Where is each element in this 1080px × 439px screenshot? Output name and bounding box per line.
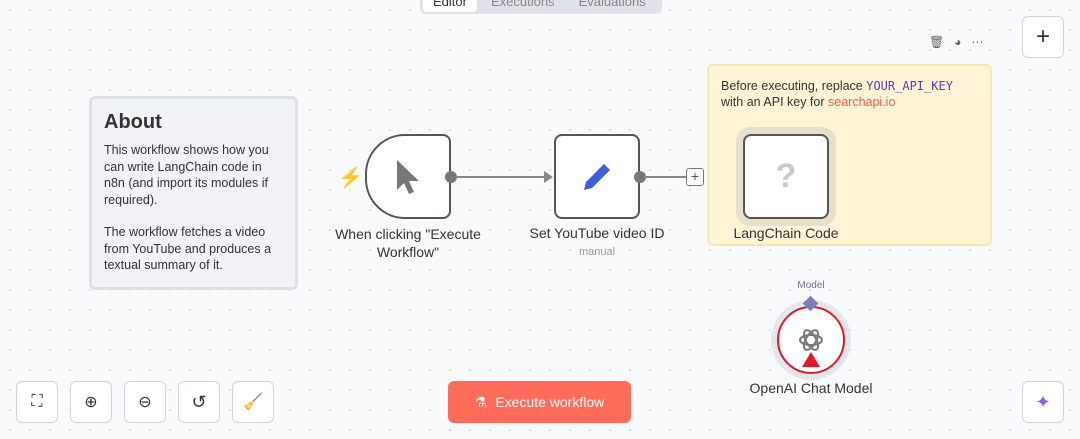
broom-icon: 🧹 (243, 394, 263, 411)
ai-assistant-button[interactable]: ✦ (1022, 381, 1064, 423)
sticky-toolbar: 🗑 ◕ ⋯ (929, 35, 983, 49)
about-sticky-note[interactable]: About This workflow shows how you can wr… (89, 96, 298, 290)
openai-icon (799, 329, 823, 351)
set-node-label: Set YouTube video ID (529, 225, 665, 241)
trigger-node[interactable] (365, 134, 451, 219)
sparkle-icon: ✦ (1035, 391, 1051, 412)
trigger-node-label: When clicking "Execute Workflow" (335, 226, 481, 260)
execute-workflow-button[interactable]: ⚗ Execute workflow (448, 381, 631, 423)
openai-node-label: OpenAI Chat Model (749, 380, 873, 396)
zoom-out-icon: ⊖ (138, 394, 152, 411)
set-node[interactable] (554, 134, 640, 219)
about-title: About (104, 111, 162, 133)
lightning-icon: ⚡ (338, 167, 363, 189)
more-icon[interactable]: ⋯ (971, 35, 984, 49)
undo-icon: ↺ (191, 391, 207, 412)
output-port[interactable] (634, 171, 646, 183)
searchapi-link[interactable]: searchapi.io (828, 95, 896, 109)
connection-line (644, 176, 686, 178)
tab-executions[interactable]: Executions (490, 0, 555, 9)
fullscreen-icon: ⛶ (31, 393, 43, 410)
reset-zoom-button[interactable]: ↺ (178, 381, 220, 423)
tab-editor[interactable]: Editor (423, 0, 477, 12)
zoom-in-button[interactable]: ⊕ (70, 381, 112, 423)
arrow-icon (544, 171, 553, 183)
set-node-subtitle: manual (578, 246, 616, 258)
execute-workflow-label: Execute workflow (495, 394, 605, 410)
flask-icon: ⚗ (474, 393, 488, 410)
about-text-2: The workflow fetches a video from YouTub… (104, 225, 272, 272)
langchain-node[interactable]: ? (743, 134, 829, 219)
view-tabs: Editor Executions Evaluations (420, 0, 662, 14)
api-key-code: YOUR_API_KEY (866, 79, 953, 93)
trash-icon[interactable]: 🗑 (929, 35, 945, 49)
add-connection-button[interactable]: + (686, 168, 704, 186)
zoom-in-icon: ⊕ (84, 394, 98, 411)
warning-icon (802, 352, 820, 367)
note-text-1: Before executing, replace (721, 79, 867, 93)
output-port[interactable] (445, 171, 457, 183)
tab-evaluations[interactable]: Evaluations (578, 0, 646, 9)
fit-view-button[interactable]: ⛶ (16, 381, 58, 423)
question-icon: ? (775, 157, 797, 195)
zoom-out-button[interactable]: ⊖ (124, 381, 166, 423)
note-text-2: with an API key for (721, 95, 828, 109)
add-node-button[interactable]: + (1022, 16, 1064, 58)
connection-line (455, 176, 550, 178)
pencil-icon (584, 163, 610, 190)
tidy-up-button[interactable]: 🧹 (232, 381, 274, 423)
langchain-node-label: LangChain Code (733, 225, 839, 241)
openai-node[interactable] (777, 306, 845, 374)
plus-icon: + (690, 168, 700, 184)
model-port-label: Model (797, 280, 825, 291)
palette-icon[interactable]: ◕ (954, 35, 962, 49)
cursor-icon (397, 159, 419, 194)
about-text-1: This workflow shows how you can write La… (104, 143, 269, 207)
plus-icon: + (1035, 23, 1050, 50)
